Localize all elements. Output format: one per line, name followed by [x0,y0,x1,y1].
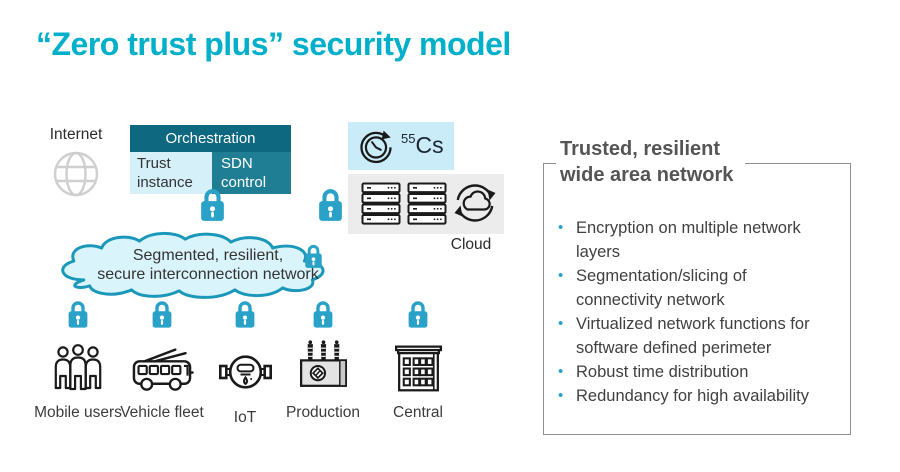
sdn-control-label: SDN control [221,155,267,191]
endpoint-label: Vehicle fleet [120,404,204,421]
network-cloud-text: Segmented, resilient, secure interconnec… [58,246,358,284]
trust-instance-box: Trust instance [130,152,212,194]
wan-panel-heading: Trusted, resilient wide area network [556,136,746,191]
people-icon [50,334,106,396]
bullet-icon: • [558,219,564,236]
endpoint-mobile-users: Mobile users [30,298,126,422]
wan-bullet-list: • Encryption on multiple network layers … [558,216,838,408]
heading-line2: wide area network [560,164,734,186]
endpoint-vehicle-fleet: Vehicle fleet [114,298,210,422]
endpoint-label: Central [393,404,443,421]
endpoint-label: Mobile users [34,404,122,421]
internet-label: Internet [49,126,103,143]
bullet-text: Redundancy for high availability [576,387,809,405]
list-item: • Segmentation/slicing of connectivity n… [558,264,838,312]
endpoint-production: Production [275,298,371,422]
endpoint-iot: IoT [197,298,293,427]
network-cloud-line2: secure interconnection network [97,266,319,283]
trust-instance-label: Trust instance [137,155,193,191]
bullet-icon: • [558,315,564,332]
endpoint-label: Production [285,404,361,421]
isotope-symbol: Cs [415,132,444,158]
heading-line1: Trusted, resilient [560,138,721,160]
list-item: • Virtualized network functions for soft… [558,312,838,360]
list-item: • Encryption on multiple network layers [558,216,838,264]
cloud-sync-icon [452,180,498,226]
lock-icon [198,185,227,224]
cloud-servers-box [348,174,504,234]
globe-icon [52,150,100,198]
orchestration-label: Orchestration [165,130,256,147]
list-item: • Robust time distribution [558,360,838,384]
atomic-clock-box: 55Cs [348,122,454,170]
endpoint-label: IoT [233,409,257,426]
trolleybus-icon [129,334,195,396]
bullet-text: Virtualized network functions for softwa… [576,315,810,357]
building-icon [390,334,447,396]
page-title: “Zero trust plus” security model [36,26,511,62]
lock-icon [303,242,324,270]
orchestration-box: Orchestration [130,125,291,152]
lock-icon [233,298,257,330]
bullet-icon: • [558,267,564,284]
list-item: • Redundancy for high availability [558,384,838,408]
bullet-icon: • [558,387,564,404]
bullet-icon: • [558,363,564,380]
server-rack-icon [361,182,401,226]
bullet-text: Robust time distribution [576,363,749,381]
network-cloud-line1: Segmented, resilient, [132,247,284,264]
bullet-text: Encryption on multiple network layers [576,219,801,261]
endpoint-central: Central [370,298,466,422]
cesium-isotope-label: 55Cs [401,131,444,159]
lock-icon [150,298,174,330]
cloud-label: Cloud [450,236,492,253]
server-rack-icon [407,182,447,226]
clock-sync-icon [357,127,395,165]
lock-icon [406,298,430,330]
bullet-text: Segmentation/slicing of connectivity net… [576,267,747,309]
water-meter-icon [217,334,274,401]
isotope-mass: 55 [401,131,416,146]
lock-icon [311,298,335,330]
lock-icon [66,298,90,330]
lock-icon [316,185,345,224]
transformer-icon [295,334,352,396]
sdn-control-box: SDN control [212,152,291,194]
